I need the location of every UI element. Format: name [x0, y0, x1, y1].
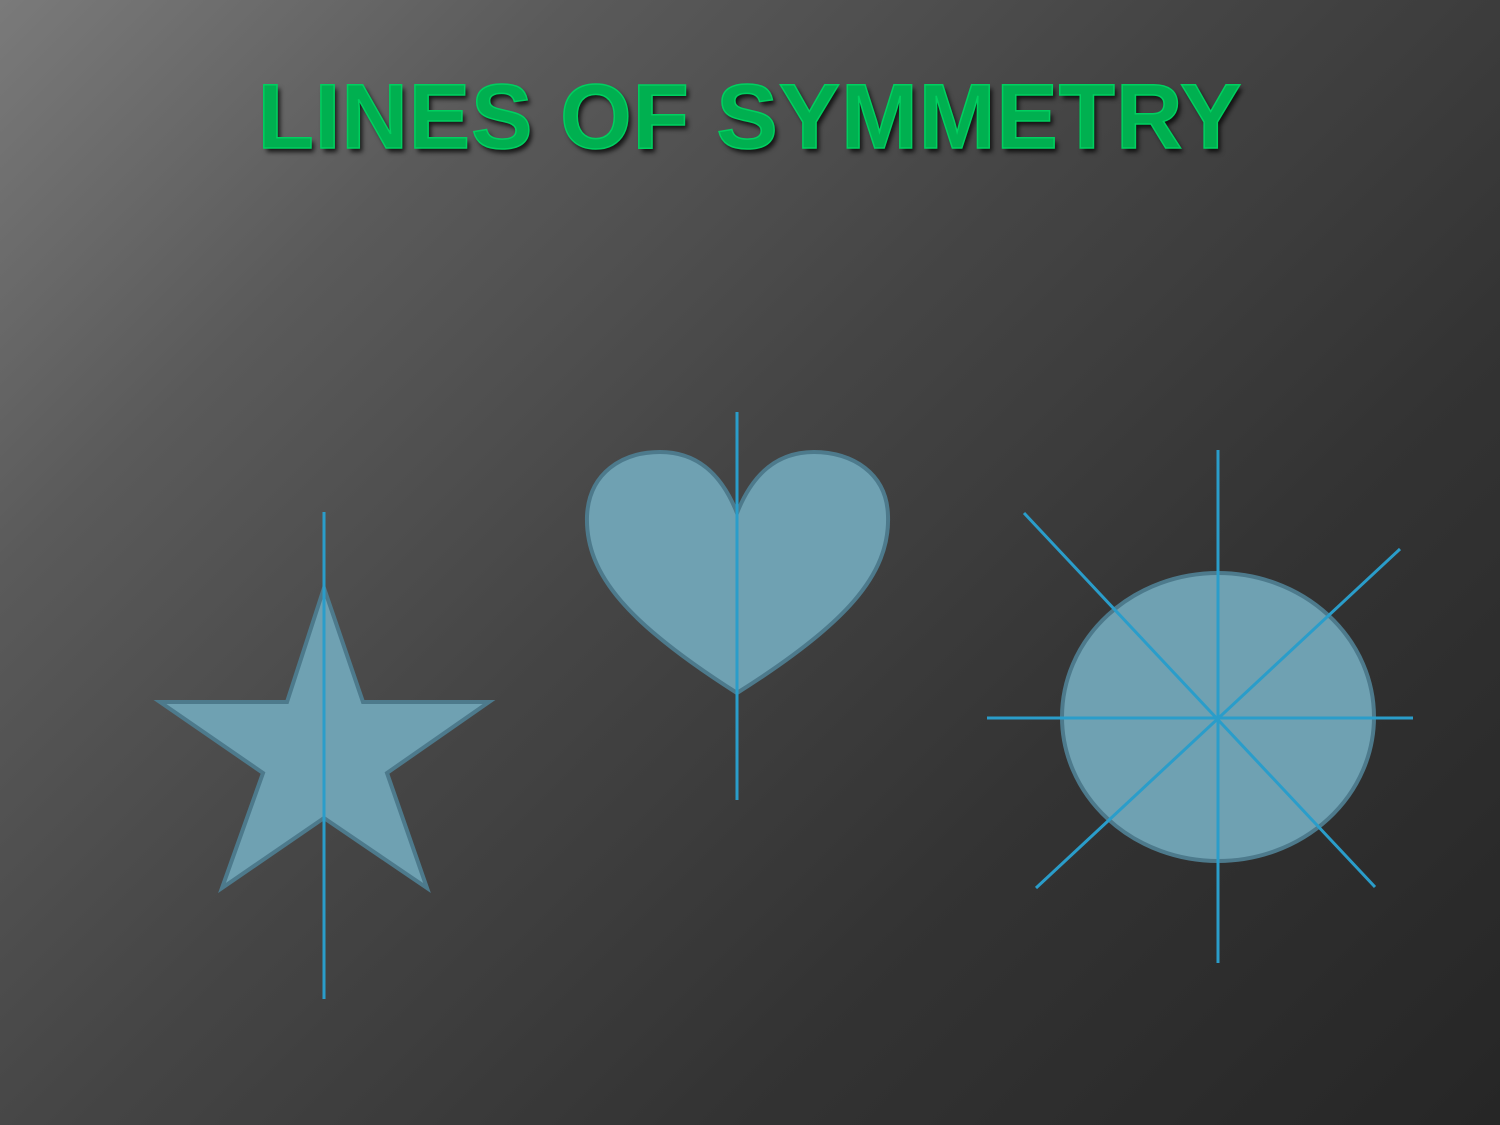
- circle-figure: [987, 450, 1413, 963]
- heart-figure: [584, 412, 891, 800]
- circle-diagonal-symmetry-line-1: [1022, 511, 1377, 889]
- circle-diagonal-symmetry-line-2: [1034, 547, 1402, 890]
- star-figure: [153, 512, 496, 999]
- slide-title: LINES OF SYMMETRY: [257, 65, 1243, 169]
